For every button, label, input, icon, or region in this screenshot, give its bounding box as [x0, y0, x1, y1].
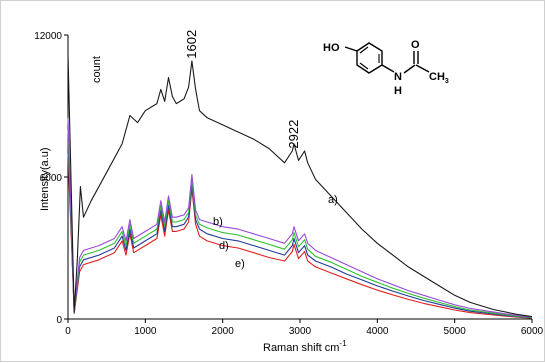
series-label-d: d) — [219, 240, 229, 252]
bond-ho-ring — [344, 46, 358, 52]
ring-inner-bond-3 — [359, 62, 369, 70]
series-line-e — [67, 153, 533, 319]
molecule-o: O — [411, 39, 420, 51]
series-label-e: e) — [235, 258, 245, 270]
series-line-c — [67, 129, 533, 319]
series-group — [67, 53, 533, 319]
molecule-ch-text: CH — [429, 71, 445, 83]
series-line-b — [67, 117, 533, 318]
molecule-structure: HO N H O CH3 — [323, 39, 449, 97]
peak-label-1602: 1602 — [184, 30, 199, 59]
ring-inner-bond-1 — [359, 46, 369, 54]
x-tick-label: 2000 — [212, 326, 235, 337]
x-axis-title: Raman shift cm-1 — [263, 339, 347, 354]
x-tick-label: 6000 — [521, 326, 544, 337]
molecule-ho: HO — [323, 42, 340, 54]
x-tick-label: 4000 — [366, 326, 389, 337]
benzene-ring — [356, 42, 383, 74]
peak-label-2922: 2922 — [286, 120, 301, 149]
y-tick-label: 6000 — [40, 173, 63, 184]
molecule-ch: CH3 — [429, 71, 449, 85]
x-axis-title-sup: -1 — [339, 339, 347, 348]
series-label-b: b) — [213, 216, 223, 228]
series-line-a — [67, 53, 533, 318]
y-tick-label: 12000 — [34, 31, 62, 42]
x-ticks: 0 1000 2000 3000 4000 5000 6000 — [65, 319, 544, 337]
x-tick-label: 5000 — [444, 326, 467, 337]
x-axis-title-text: Raman shift cm — [263, 342, 339, 354]
count-label: count — [91, 56, 103, 83]
y-axis-title: Intensity(a.u) — [39, 147, 51, 211]
molecule-ch-sub: 3 — [445, 78, 449, 85]
y-ticks: 0 6000 12000 — [34, 31, 68, 326]
x-tick-label: 3000 — [289, 326, 312, 337]
bond-ring-n — [381, 64, 395, 73]
x-tick-label: 0 — [65, 326, 71, 337]
series-line-d — [67, 141, 533, 319]
molecule-n: N — [394, 71, 402, 83]
x-tick-label: 1000 — [134, 326, 157, 337]
bond-n-c — [403, 64, 416, 74]
series-label-a: a) — [328, 194, 338, 206]
y-tick-label: 0 — [56, 315, 62, 326]
bond-c-ch3 — [415, 64, 430, 73]
molecule-h: H — [394, 85, 402, 97]
